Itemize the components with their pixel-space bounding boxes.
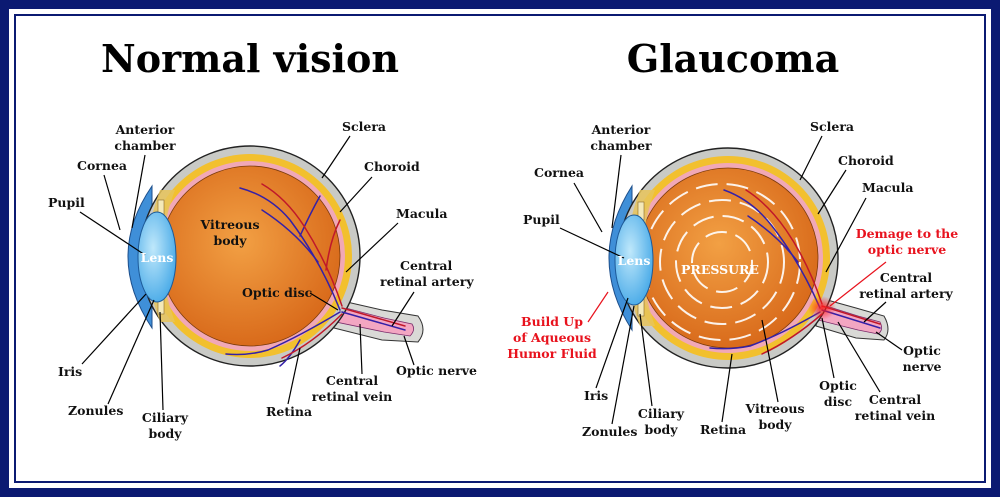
label-ciliary-1: Ciliary — [142, 410, 189, 425]
g-label-central-vein-1: Central — [869, 392, 921, 407]
g-label-cornea: Cornea — [534, 165, 584, 180]
g-label-central-artery-2: retinal artery — [859, 286, 953, 301]
g-label-pupil: Pupil — [523, 212, 560, 227]
g-label-damage-1: Demage to the — [856, 226, 958, 241]
label-pupil: Pupil — [48, 195, 85, 210]
glaucoma-eye — [608, 147, 889, 369]
label-vitreous-1: Vitreous — [199, 217, 259, 232]
label-choroid: Choroid — [364, 159, 420, 174]
g-label-optic-disc-1: Optic — [819, 378, 857, 393]
title-normal-vision: Normal vision — [101, 36, 399, 81]
g-label-central-artery-1: Central — [880, 270, 932, 285]
label-vitreous-2: body — [213, 233, 247, 248]
label-optic-disc: Optic disc — [242, 285, 313, 300]
label-central-vein-2: retinal vein — [312, 389, 392, 404]
label-macula: Macula — [396, 206, 447, 221]
label-cornea: Cornea — [77, 158, 127, 173]
g-label-anterior-chamber-1: Anterior — [591, 122, 651, 137]
pressure-rings — [643, 183, 801, 341]
g-label-lens: Lens — [618, 253, 651, 268]
label-anterior-chamber-2: chamber — [114, 138, 176, 153]
g-label-anterior-chamber-2: chamber — [590, 138, 652, 153]
optic-nerve-damage-glow — [808, 296, 836, 320]
g-label-choroid: Choroid — [838, 153, 894, 168]
label-retina: Retina — [266, 404, 312, 419]
g-label-aqueous-3: Humor Fluid — [507, 346, 597, 361]
glaucoma-vitreous — [637, 167, 819, 349]
label-central-artery-2: retinal artery — [380, 274, 474, 289]
label-central-artery-1: Central — [400, 258, 452, 273]
g-label-optic-nerve-2: nerve — [903, 359, 942, 374]
g-label-vitreous-2: body — [758, 417, 792, 432]
title-glaucoma: Glaucoma — [626, 36, 840, 81]
glaucoma-labels: Anterior chamber Cornea Pupil Lens PRESS… — [507, 119, 958, 439]
lens — [137, 211, 177, 303]
g-label-zonules: Zonules — [582, 424, 637, 439]
label-optic-nerve: Optic nerve — [396, 363, 477, 378]
label-ciliary-2: body — [148, 426, 182, 441]
label-anterior-chamber-1: Anterior — [115, 122, 175, 137]
g-label-macula: Macula — [862, 180, 913, 195]
label-zonules: Zonules — [68, 403, 123, 418]
g-label-iris: Iris — [584, 388, 608, 403]
glaucoma-lens — [614, 214, 654, 306]
g-label-central-vein-2: retinal vein — [855, 408, 935, 423]
g-label-damage-2: optic nerve — [868, 242, 946, 257]
g-label-optic-disc-2: disc — [824, 394, 853, 409]
normal-labels: Anterior chamber Cornea Pupil Lens Vitre… — [48, 119, 477, 441]
inner-frame — [14, 14, 986, 483]
label-lens: Lens — [141, 250, 174, 265]
label-central-vein-1: Central — [326, 373, 378, 388]
g-label-sclera: Sclera — [810, 119, 854, 134]
g-label-retina: Retina — [700, 422, 746, 437]
g-label-ciliary-2: body — [644, 422, 678, 437]
g-label-pressure: PRESSURE — [681, 262, 759, 277]
g-label-ciliary-1: Ciliary — [638, 406, 685, 421]
label-sclera: Sclera — [342, 119, 386, 134]
g-label-vitreous-1: Vitreous — [744, 401, 804, 416]
normal-eye — [127, 145, 424, 367]
g-label-optic-nerve-1: Optic — [903, 343, 941, 358]
g-label-aqueous-2: of Aqueous — [513, 330, 591, 345]
normal-blood-vessels — [225, 183, 406, 367]
label-iris: Iris — [58, 364, 82, 379]
g-label-aqueous-1: Build Up — [521, 314, 583, 329]
